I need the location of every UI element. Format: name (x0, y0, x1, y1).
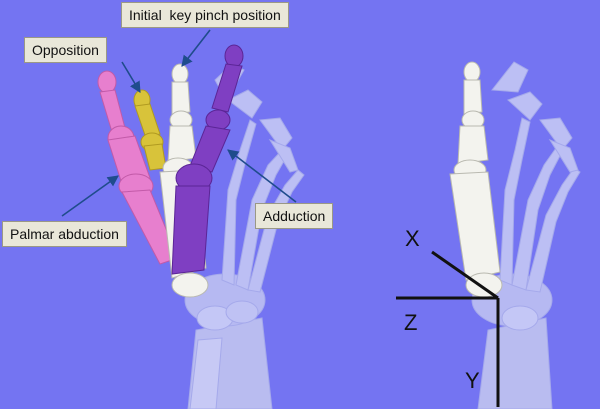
opposition-arrow (122, 62, 140, 92)
palmar-abduction-callout: Palmar abduction (2, 221, 127, 247)
x-axis-label: X (405, 228, 420, 250)
initial-key-pinch-callout: Initial key pinch position (121, 2, 289, 28)
y-axis-label: Y (465, 370, 480, 392)
palmar-abduction-arrow (62, 176, 118, 216)
initial-key-pinch-arrow (182, 30, 210, 66)
right-hand-thumb (450, 62, 502, 297)
adduction-callout: Adduction (255, 203, 333, 229)
z-axis-label: Z (404, 312, 417, 334)
opposition-callout: Opposition (24, 37, 107, 63)
